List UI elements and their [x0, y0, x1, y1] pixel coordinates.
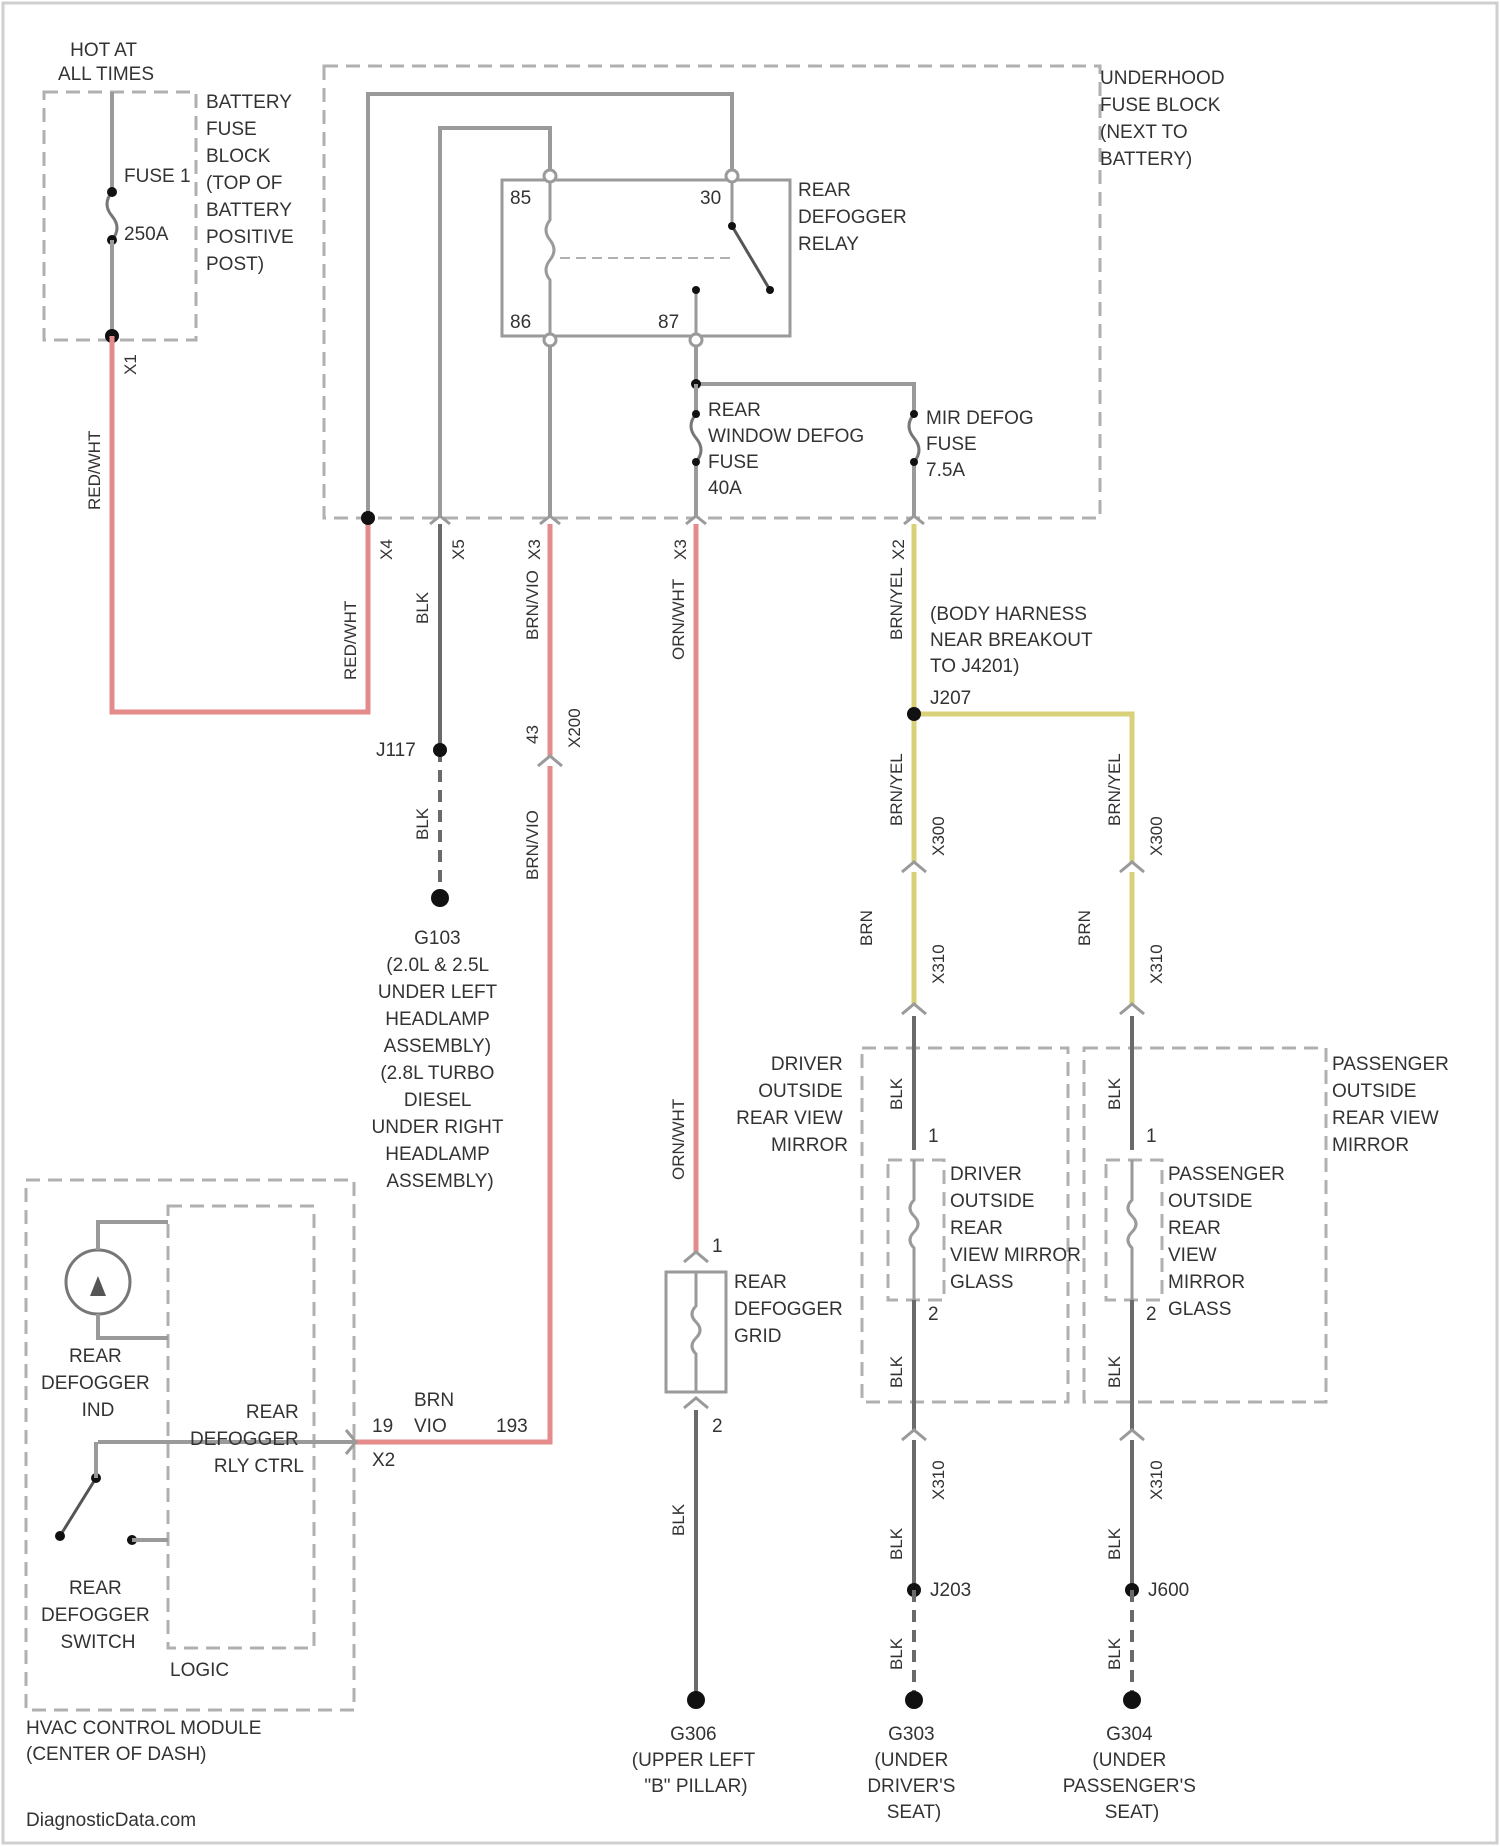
driver-wire-top: BRN/YEL [887, 753, 906, 826]
passenger-conn-top: X300 [1147, 816, 1166, 856]
battery-fuse-block: HOT AT ALL TIMES BATTERY FUSE BLOCK (TOP… [44, 40, 299, 375]
rear-defogger-rly-ctrl-label: REAR DEFOGGER RLY CTRL [190, 1402, 304, 1477]
hvac-pin-number: 19 [372, 1416, 393, 1437]
rear-defogger-indicator-label: REAR DEFOGGER IND [41, 1346, 155, 1421]
hot-at-all-times-label: HOT AT ALL TIMES [58, 40, 154, 85]
page-frame [3, 3, 1497, 1843]
logic-label: LOGIC [170, 1660, 229, 1681]
passenger-outside-mirror-label: PASSENGER OUTSIDE REAR VIEW MIRROR [1332, 1054, 1454, 1156]
driver-blk-wire-2: BLK [887, 1527, 906, 1560]
driver-pin-a: 1 [928, 1126, 939, 1147]
left-ground-wire-2: BLK [413, 807, 432, 840]
underhood-connector-x2: X2 [889, 539, 908, 560]
left-ground-wire-1: BLK [413, 591, 432, 624]
passenger-pin-a: 1 [1146, 1126, 1157, 1147]
ground-g304-label: G304 (UNDER PASSENGER'S SEAT) [1063, 1724, 1201, 1823]
underhood-connector-x3-a: X3 [525, 539, 544, 560]
ground-g303-symbol [905, 1691, 923, 1709]
mirror-feed-wire: BRN/YEL [887, 567, 906, 640]
mir-defog-fuse [909, 414, 919, 462]
left-ground-circuit: BLK J117 BLK G103 (2.0L & 2.5L UNDER LEF… [372, 524, 509, 1192]
rear-defogger-relay-label: REAR DEFOGGER RELAY [798, 180, 912, 255]
fuse-1-symbol [107, 192, 117, 240]
ground-g304-symbol [1123, 1691, 1141, 1709]
ground-g306-symbol [687, 1691, 705, 1709]
hvac-connector-x2: X2 [372, 1450, 395, 1471]
hvac-wire-color: BRN VIO [414, 1390, 459, 1437]
underhood-fuse-block-label: UNDERHOOD FUSE BLOCK (NEXT TO BATTERY) [1100, 68, 1230, 170]
splice-j600: J600 [1148, 1580, 1189, 1601]
fuse-1-rating: 250A [124, 224, 169, 245]
driver-wire-mid: BRN [857, 910, 876, 946]
hvac-circuit-number: 193 [496, 1416, 528, 1437]
ground-g103-symbol [431, 889, 449, 907]
driver-blk-wire-1: BLK [887, 1355, 906, 1388]
driver-conn-mid: X310 [929, 944, 948, 984]
battery-feed-wire [112, 336, 368, 712]
battery-feed-wire-color-2: RED/WHT [341, 601, 360, 680]
fuse-1-name: FUSE 1 [124, 166, 191, 187]
splice-j207: J207 [930, 688, 971, 709]
connector-x200-pin: 43 [523, 725, 542, 744]
grid-wire-1: ORN/WHT [669, 579, 688, 660]
relay-ctrl-wire-2: BRN/VIO [523, 810, 542, 880]
passenger-conn-mid: X310 [1147, 944, 1166, 984]
ground-g103-label: G103 (2.0L & 2.5L UNDER LEFT HEADLAMP AS… [372, 928, 509, 1192]
ground-g303-label: G303 (UNDER DRIVER'S SEAT) [867, 1724, 960, 1823]
mir-defog-fuse-label: MIR DEFOG FUSE 7.5A [926, 408, 1039, 481]
passenger-mirror-glass-label: PASSENGER OUTSIDE REAR VIEW MIRROR GLASS [1168, 1164, 1290, 1320]
passenger-blk-wire-2: BLK [1105, 1527, 1124, 1560]
relay-pin-87: 87 [658, 312, 679, 333]
splice-j207-symbol [907, 707, 921, 721]
driver-box-wire: BLK [887, 1077, 906, 1110]
underhood-connector-x4: X4 [377, 539, 396, 560]
splice-j203: J203 [930, 1580, 971, 1601]
relay-coil [546, 182, 554, 334]
battery-feed-wire-color-1: RED/WHT [85, 431, 104, 510]
passenger-wire-mid: BRN [1075, 910, 1094, 946]
connector-x200: X200 [565, 708, 584, 748]
driver-outside-mirror-label: DRIVER OUTSIDE REAR VIEW MIRROR [736, 1054, 848, 1156]
rear-defogger-switch-label: REAR DEFOGGER SWITCH [41, 1578, 155, 1653]
mirror-defog-circuit: (BODY HARNESS NEAR BREAKOUT TO J4201) J2… [736, 524, 1454, 1823]
rear-defogger-grid-circuit: ORN/WHT ORN/WHT 1 REAR DEFOGGER GRID 2 B… [632, 524, 848, 1797]
underhood-connector-x3-b: X3 [671, 539, 690, 560]
underhood-fuse-block: UNDERHOOD FUSE BLOCK (NEXT TO BATTERY) R… [324, 66, 1230, 560]
grid-pin-bot: 2 [712, 1416, 723, 1437]
relay-ctrl-wire-1: BRN/VIO [523, 570, 542, 640]
rear-defogger-switch [60, 1478, 96, 1536]
driver-mirror-glass-label: DRIVER OUTSIDE REAR VIEW MIRROR GLASS [950, 1164, 1086, 1293]
rear-window-defog-fuse-label: REAR WINDOW DEFOG FUSE 40A [708, 400, 869, 499]
harness-note: (BODY HARNESS NEAR BREAKOUT TO J4201) [930, 604, 1098, 677]
passenger-blk-wire-1: BLK [1105, 1355, 1124, 1388]
driver-conn-bot: X310 [929, 1460, 948, 1500]
splice-j117: J117 [376, 740, 416, 761]
passenger-conn-bot: X310 [1147, 1460, 1166, 1500]
driver-pin-b: 2 [928, 1304, 939, 1325]
relay-pin-86: 86 [510, 312, 531, 333]
hvac-control-module-label: HVAC CONTROL MODULE (CENTER OF DASH) [26, 1718, 267, 1765]
hvac-control-module: REAR DEFOGGER IND REAR DEFOGGER SWITCH L… [26, 1180, 528, 1765]
battery-fuse-block-label: BATTERY FUSE BLOCK (TOP OF BATTERY POSIT… [206, 92, 299, 275]
underhood-connector-x5: X5 [449, 539, 468, 560]
driver-conn-top: X300 [929, 816, 948, 856]
passenger-box-wire: BLK [1105, 1077, 1124, 1110]
relay-switch-contact [732, 226, 770, 290]
grid-wire-2: ORN/WHT [669, 1099, 688, 1180]
footer-watermark: DiagnosticData.com [26, 1810, 196, 1831]
grid-ground-wire: BLK [669, 1503, 688, 1536]
passenger-pin-b: 2 [1146, 1304, 1157, 1325]
passenger-wire-top: BRN/YEL [1105, 753, 1124, 826]
passenger-blk-wire-3: BLK [1105, 1637, 1124, 1670]
battery-pin-label: X1 [121, 354, 140, 375]
driver-blk-wire-3: BLK [887, 1637, 906, 1670]
rear-defogger-grid-label: REAR DEFOGGER GRID [734, 1272, 848, 1347]
rear-window-defog-fuse [691, 414, 701, 462]
relay-pin-30: 30 [700, 188, 721, 209]
ground-g306-label: G306 (UPPER LEFT "B" PILLAR) [632, 1724, 760, 1797]
grid-pin-top: 1 [712, 1236, 723, 1257]
relay-pin-85: 85 [510, 188, 531, 209]
